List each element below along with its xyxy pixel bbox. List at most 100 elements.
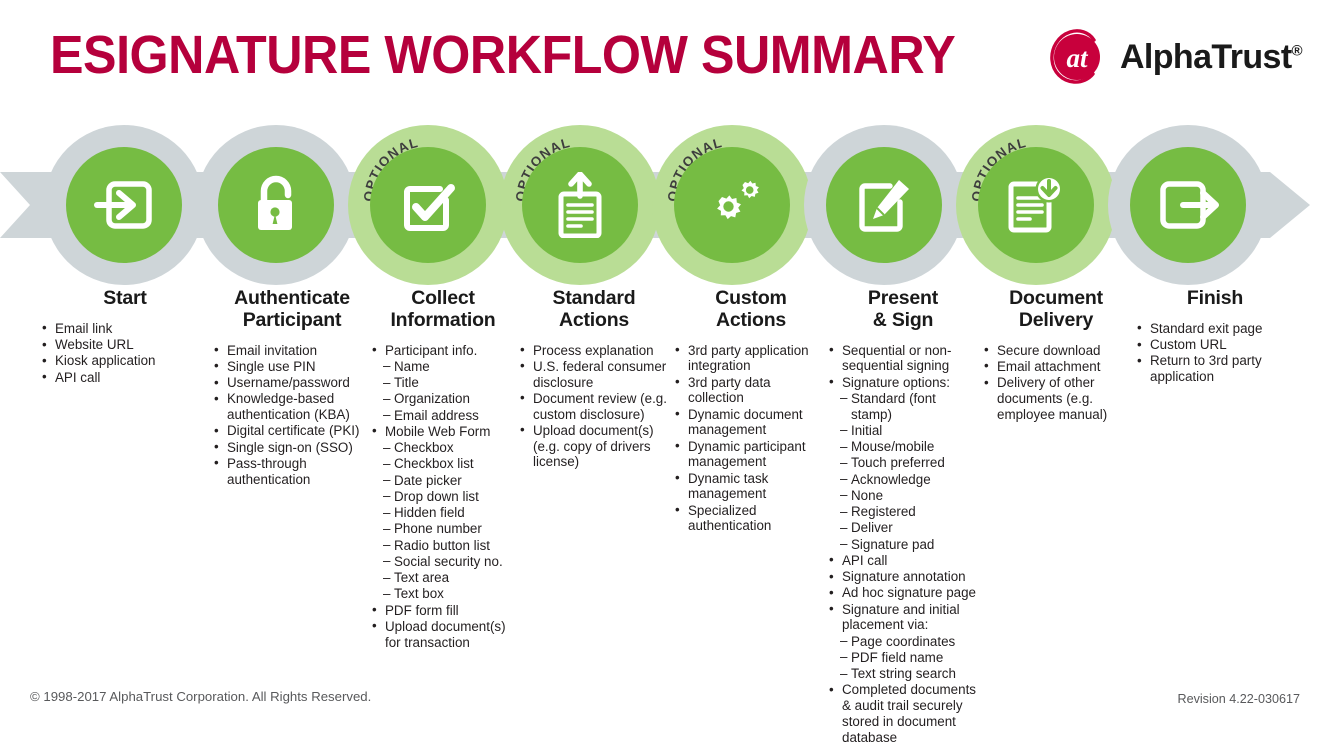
- copyright-notice: © 1998-2017 AlphaTrust Corporation. All …: [30, 689, 372, 704]
- bullet-sub-item: Checkbox: [370, 440, 516, 456]
- bullet-item: Dynamic participant management: [673, 438, 829, 471]
- workflow-flow-band: OPTIONAL OPTIONAL: [0, 125, 1318, 285]
- column-bullet-list: 3rd party application integration3rd par…: [673, 342, 829, 535]
- document-upload-icon: [558, 172, 602, 238]
- bullet-sub-item: Hidden field: [370, 505, 516, 521]
- bullet-item: Dynamic document management: [673, 406, 829, 439]
- bullet-sub-item: Drop down list: [370, 488, 516, 505]
- logo-wordmark: AlphaTrust®: [1119, 38, 1303, 76]
- bullet-item: Signature and initial placement via:: [827, 601, 979, 634]
- flow-node-document-delivery[interactable]: OPTIONAL: [956, 125, 1116, 285]
- column-document-delivery: DocumentDeliverySecure downloadEmail att…: [982, 287, 1130, 423]
- bullet-sub-item: Mouse/mobile: [827, 439, 979, 455]
- bullet-item: Completed documents & audit trail secure…: [827, 682, 979, 745]
- page-header: ESIGNATURE WORKFLOW SUMMARY at AlphaTrus…: [0, 0, 1318, 112]
- bullet-sub-item: Text area: [370, 570, 516, 586]
- bullet-item: Standard exit page: [1135, 320, 1295, 337]
- bullet-sub-item: Social security no.: [370, 553, 516, 570]
- bullet-sub-item: Name: [370, 358, 516, 375]
- column-title: Start: [103, 287, 147, 309]
- column-bullet-list: Process explanationU.S. federal consumer…: [518, 342, 670, 471]
- bullet-item: Email invitation: [212, 342, 372, 359]
- bullet-item: Username/password: [212, 375, 372, 391]
- column-title: Present& Sign: [867, 287, 939, 331]
- login-arrow-icon: [94, 181, 152, 229]
- node-disc: [370, 147, 486, 263]
- column-finish: FinishStandard exit pageCustom URLReturn…: [1135, 287, 1295, 385]
- bullet-sub-item: None: [827, 487, 979, 504]
- svg-text:at: at: [1066, 43, 1089, 73]
- flow-node-finish[interactable]: [1108, 125, 1268, 285]
- bullet-item: Document review (e.g. custom disclosure): [518, 390, 670, 423]
- page-title: ESIGNATURE WORKFLOW SUMMARY: [50, 25, 956, 85]
- bullet-item: U.S. federal consumer disclosure: [518, 358, 670, 391]
- bullet-item: Kiosk application: [40, 353, 210, 369]
- workflow-columns: StartEmail linkWebsite URLKiosk applicat…: [0, 287, 1318, 744]
- gears-icon: [717, 180, 759, 220]
- bullet-sub-item: Standard (font stamp): [827, 390, 979, 423]
- column-collect-information: CollectInformationParticipant info.NameT…: [370, 287, 516, 651]
- at-circle-logo-icon: at: [1050, 29, 1100, 84]
- bullet-sub-item: Acknowledge: [827, 471, 979, 488]
- node-disc: [826, 147, 942, 263]
- flow-node-collect-information[interactable]: OPTIONAL: [348, 125, 508, 285]
- logo-wordmark-text: AlphaTrust: [1119, 38, 1292, 76]
- bullet-sub-item: Deliver: [827, 520, 979, 536]
- bullet-item: Ad hoc signature page: [827, 585, 979, 601]
- node-disc: [674, 147, 790, 263]
- node-disc: [522, 147, 638, 263]
- column-authenticate-participant: AuthenticateParticipantEmail invitationS…: [212, 287, 372, 488]
- bullet-sub-item: Text box: [370, 586, 516, 602]
- document-download-icon: [1008, 175, 1063, 233]
- bullet-item: Single use PIN: [212, 358, 372, 375]
- bullet-item: Secure download: [982, 342, 1130, 359]
- bullet-item: Website URL: [40, 337, 210, 353]
- flow-node-standard-actions[interactable]: OPTIONAL: [500, 125, 660, 285]
- bullet-item: Knowledge-based authentication (KBA): [212, 391, 372, 423]
- node-disc: [218, 147, 334, 263]
- bullet-sub-item: Phone number: [370, 521, 516, 537]
- bullet-item: Upload document(s) (e.g. copy of drivers…: [518, 422, 670, 470]
- column-start: StartEmail linkWebsite URLKiosk applicat…: [40, 287, 210, 386]
- bullet-item: Participant info.: [370, 342, 516, 359]
- flow-node-authenticate-participant[interactable]: [196, 125, 356, 285]
- column-bullet-list: Email invitationSingle use PINUsername/p…: [212, 342, 372, 488]
- bullet-item: Sequential or non-sequential signing: [827, 342, 979, 375]
- bullet-item: Delivery of other documents (e.g. employ…: [982, 375, 1130, 422]
- bullet-item: PDF form fill: [370, 602, 516, 619]
- bullet-item: Email attachment: [982, 358, 1130, 375]
- bullet-item: API call: [827, 552, 979, 569]
- bullet-item: Dynamic task management: [673, 470, 829, 503]
- bullet-item: Mobile Web Form: [370, 423, 516, 440]
- bullet-sub-item: Signature pad: [827, 536, 979, 553]
- bullet-sub-item: Checkbox list: [370, 456, 516, 472]
- alphatrust-logo: at AlphaTrust®: [1048, 27, 1303, 87]
- bullet-item: 3rd party data collection: [673, 374, 829, 407]
- document-pencil-icon: [859, 180, 909, 232]
- bullet-item: 3rd party application integration: [673, 342, 829, 375]
- flow-node-present-and-sign[interactable]: [804, 125, 964, 285]
- flow-node-start[interactable]: [44, 125, 204, 285]
- checkbox-check-icon: [404, 184, 455, 231]
- column-bullet-list: Sequential or non-sequential signingSign…: [827, 342, 979, 746]
- open-padlock-icon: [258, 175, 292, 230]
- column-present-and-sign: Present& SignSequential or non-sequentia…: [827, 287, 979, 746]
- bullet-item: Specialized authentication: [673, 502, 829, 535]
- bullet-sub-item: Initial: [827, 422, 979, 439]
- column-bullet-list: Email linkWebsite URLKiosk applicationAP…: [40, 320, 210, 386]
- node-disc: [66, 147, 182, 263]
- flow-node-custom-actions[interactable]: OPTIONAL: [652, 125, 812, 285]
- bullet-item: Process explanation: [518, 342, 670, 359]
- exit-arrow-icon: [1160, 181, 1219, 229]
- bullet-sub-item: Email address: [370, 407, 516, 424]
- bullet-item: API call: [40, 369, 210, 386]
- node-disc: [978, 147, 1094, 263]
- column-bullet-list: Secure downloadEmail attachmentDelivery …: [982, 342, 1130, 423]
- bullet-item: Return to 3rd party application: [1135, 353, 1295, 385]
